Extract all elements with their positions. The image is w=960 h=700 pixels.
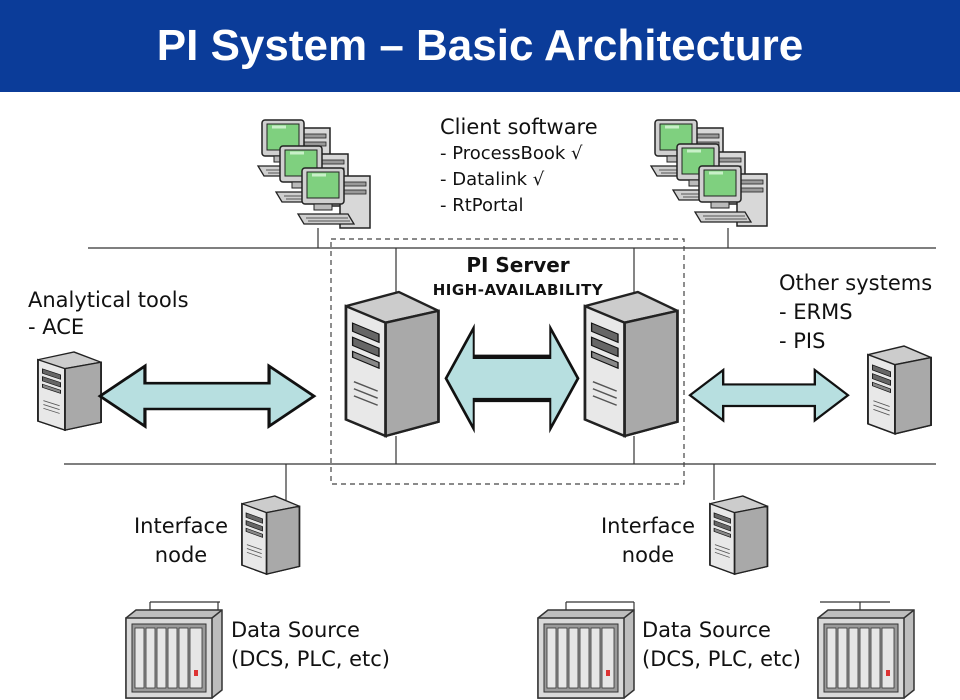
client-software-heading: Client software: [440, 115, 598, 139]
server-tower-icon-other: [867, 345, 932, 435]
data-source-right-line1: Data Source: [642, 618, 771, 642]
client-software-list: - ProcessBook √ - Datalink √ - RtPortal: [440, 141, 583, 219]
network-lines: [64, 228, 936, 610]
workstation-cluster-icon-right: [649, 118, 769, 228]
server-tower-icon-analytical: [37, 351, 102, 431]
pi-server-title: PI Server: [466, 253, 570, 277]
rack-cabinet-icon-right-2: [817, 609, 915, 699]
double-arrow-icon-analytical: [98, 364, 316, 428]
interface-node-right-label: Interface node: [589, 512, 707, 570]
workstation-cluster-icon-left: [256, 118, 372, 230]
other-systems-heading: Other systems: [779, 271, 933, 295]
interface-node-left-label: Interface node: [122, 512, 240, 570]
client-item-rtportal: - RtPortal: [440, 195, 524, 216]
interface-node-left-line2: node: [154, 543, 208, 567]
rack-cabinet-icon-right-1: [537, 609, 635, 699]
interface-node-right-line1: Interface: [600, 514, 696, 538]
pi-server-subtitle: HIGH-AVAILABILITY: [432, 281, 604, 299]
data-source-left-line1: Data Source: [231, 618, 360, 642]
data-source-left-line2: (DCS, PLC, etc): [231, 647, 390, 671]
analytical-tools-item: - ACE: [28, 315, 85, 339]
rack-cabinet-icon-left: [125, 609, 223, 699]
analytical-tools-label: Analytical tools - ACE: [28, 287, 189, 341]
client-item-processbook: - ProcessBook √: [440, 143, 583, 164]
server-tower-icon-interface-right: [709, 495, 769, 575]
other-systems-item-pis: - PIS: [779, 329, 826, 353]
server-tower-icon-pi-primary: [344, 290, 440, 438]
data-source-right-label: Data Source (DCS, PLC, etc): [642, 616, 801, 674]
data-source-right-line2: (DCS, PLC, etc): [642, 647, 801, 671]
analytical-tools-heading: Analytical tools: [28, 288, 189, 312]
server-tower-icon-interface-left: [241, 495, 301, 575]
client-software-label: Client software: [440, 114, 598, 140]
other-systems-item-erms: - ERMS: [779, 300, 853, 324]
double-arrow-icon-ha: [446, 328, 578, 429]
double-arrow-icon-other: [688, 368, 850, 422]
server-tower-icon-pi-secondary: [583, 290, 679, 438]
interface-node-left-line1: Interface: [133, 514, 229, 538]
pi-server-boundary: [330, 238, 685, 485]
interface-node-right-line2: node: [621, 543, 675, 567]
data-source-left-label: Data Source (DCS, PLC, etc): [231, 616, 390, 674]
other-systems-label: Other systems - ERMS - PIS: [779, 269, 932, 356]
client-item-datalink: - Datalink √: [440, 169, 545, 190]
page-title: PI System – Basic Architecture: [156, 21, 804, 70]
title-bar: [0, 0, 960, 92]
